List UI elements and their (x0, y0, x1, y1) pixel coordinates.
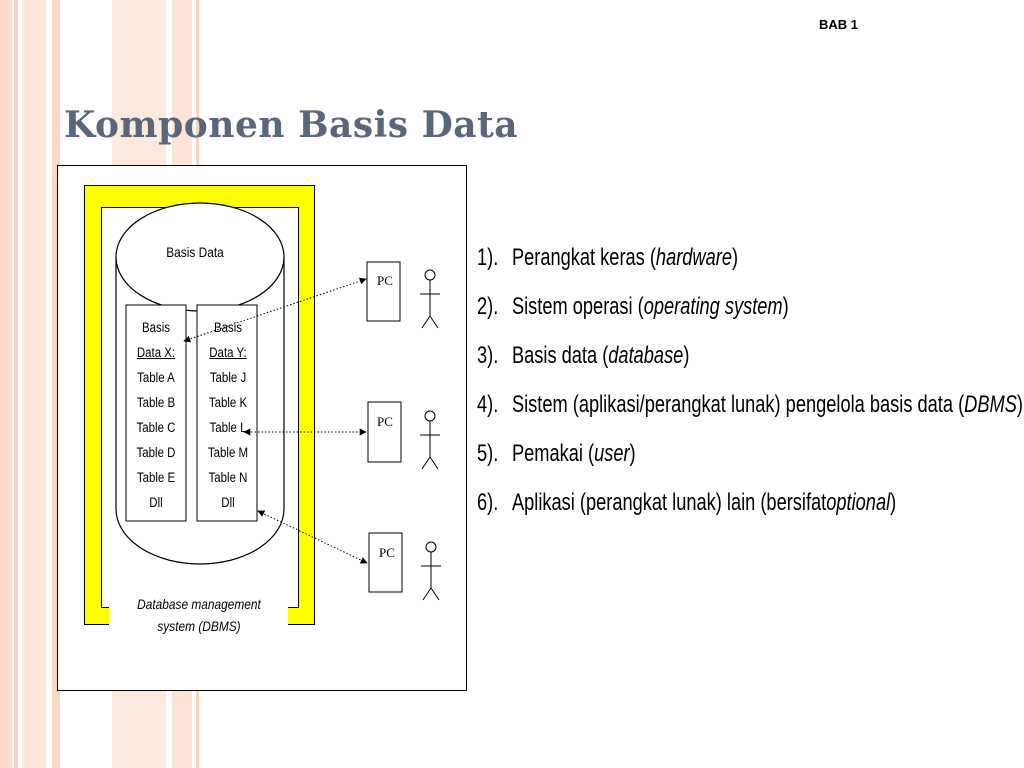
list-tail: ) (890, 489, 897, 516)
dbms-caption-line: Database management (137, 596, 261, 612)
list-item: 2). Sistem operasi (operating system) (477, 293, 1023, 342)
list-item: 1). Perangkat keras (hardware) (477, 244, 1023, 293)
table-y-line: Basis (213, 320, 243, 335)
table-x-line: Data X: (136, 345, 176, 360)
table-y-line: Dll (221, 495, 235, 510)
background-stripe (14, 0, 18, 768)
list-number: 3). (477, 342, 499, 369)
user-figure-2 (420, 410, 440, 470)
table-x-line: Table D (136, 445, 176, 460)
table-y-line: Table L (209, 420, 247, 435)
list-number: 5). (477, 440, 499, 467)
list-italic: optional (826, 489, 891, 516)
component-list: 1). Perangkat keras (hardware) 2). Sistem … (477, 244, 1024, 538)
pc-box-3 (368, 532, 403, 593)
list-item: 6). Aplikasi (perangkat lunak) lain (bers… (477, 489, 1023, 538)
background-stripe (0, 0, 12, 768)
list-number: 4). (477, 391, 499, 418)
chapter-label: BAB 1 (819, 17, 859, 32)
list-text: Pemakai ( (511, 440, 595, 467)
dbms-caption-background (109, 586, 288, 656)
user-figure-3 (421, 541, 441, 601)
list-italic: DBMS (964, 391, 1017, 418)
table-x-line: Table C (136, 420, 176, 435)
pc-box-1 (366, 261, 401, 322)
list-italic: operating system (643, 293, 783, 320)
list-text: Sistem operasi ( (511, 293, 644, 320)
table-box-x (125, 304, 187, 522)
list-text: Perangkat keras ( (511, 244, 656, 271)
list-item: 5). Pemakai (user) (477, 440, 1023, 489)
list-tail: ) (683, 342, 690, 369)
list-text: Basis data ( (511, 342, 609, 369)
page-title: Komponen Basis Data (64, 104, 519, 146)
list-tail: ) (629, 440, 636, 467)
list-text: Aplikasi (perangkat lunak) lain (bersifa… (511, 489, 827, 516)
table-list-x: Basis Data X: Table A Table B Table C Ta… (125, 315, 187, 515)
pc-label: PC (377, 273, 393, 288)
list-italic: hardware (655, 244, 732, 271)
pc-label: PC (377, 414, 393, 429)
pc-box-2 (367, 401, 402, 463)
user-figure-1 (420, 269, 440, 329)
connection-arrow-1 (183, 277, 367, 343)
table-list-y: Basis Data Y: Table J Table K Table L Ta… (197, 315, 259, 515)
list-tail: ) (1016, 391, 1023, 418)
table-x-line: Table B (136, 395, 176, 410)
table-y-line: Table J (209, 370, 247, 385)
background-stripe (52, 0, 60, 768)
list-number: 1). (477, 244, 499, 271)
pc-label: PC (379, 545, 395, 560)
connection-arrow-3 (257, 510, 368, 564)
table-y-line: Data Y: (209, 345, 247, 360)
table-y-line: Table K (208, 395, 248, 410)
table-y-line: Table N (208, 470, 248, 485)
list-tail: ) (782, 293, 789, 320)
list-italic: database (608, 342, 684, 369)
database-title: Basis Data (166, 244, 224, 260)
list-item: 4). Sistem (aplikasi/perangkat lunak) pen… (477, 391, 1023, 440)
table-x-line: Table A (137, 370, 175, 385)
table-x-line: Table E (136, 470, 176, 485)
table-x-line: Dll (149, 495, 163, 510)
list-text: Sistem (aplikasi/perangkat lunak) pengel… (511, 391, 965, 418)
list-tail: ) (731, 244, 739, 271)
dbms-caption: Database management system (DBMS) (127, 593, 272, 637)
list-item: 3). Basis data (database) (477, 342, 1023, 391)
background-stripe (22, 0, 46, 768)
table-x-line: Basis (141, 320, 171, 335)
list-italic: user (594, 440, 630, 467)
table-y-line: Table M (207, 445, 249, 460)
list-number: 2). (477, 293, 499, 320)
list-number: 6). (477, 489, 499, 516)
dbms-caption-line: system (DBMS) (157, 618, 241, 634)
